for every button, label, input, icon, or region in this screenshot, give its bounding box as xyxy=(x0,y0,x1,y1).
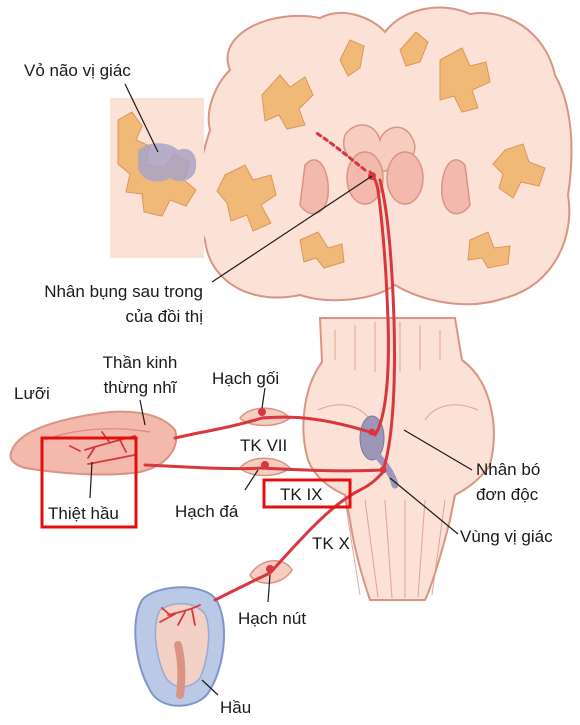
highlight-box-posterior-tongue xyxy=(40,436,138,529)
label-cortex: Vỏ não vị giác xyxy=(24,61,131,80)
brainstem xyxy=(302,317,495,601)
leader-lines xyxy=(89,83,473,696)
highlight-box-tk-ix xyxy=(262,478,352,509)
gyri xyxy=(216,31,546,269)
label-thalamus-line2: của đồi thị xyxy=(126,307,204,326)
label-tk-x: TK X xyxy=(312,534,350,553)
label-nerve-line1: Thần kinh xyxy=(103,353,178,372)
label-petrosal: Hạch đá xyxy=(175,502,239,521)
label-nerve-line2: thừng nhĩ xyxy=(104,378,178,397)
label-gustatory-area: Vùng vị giác xyxy=(460,527,553,546)
taste-pathways xyxy=(143,130,397,602)
label-nodose: Hạch nút xyxy=(238,609,306,628)
label-tk-vii: TK VII xyxy=(240,436,287,455)
label-solitary-line1: Nhân bó xyxy=(476,460,540,479)
label-pharynx: Hầu xyxy=(220,698,251,717)
cortex-inset xyxy=(110,98,204,258)
label-geniculate: Hạch gối xyxy=(212,369,279,388)
pharynx-illustration xyxy=(134,586,225,707)
label-thalamus-line1: Nhân bụng sau trong xyxy=(44,282,203,301)
label-tongue: Lưỡi xyxy=(14,384,50,403)
label-posterior-tongue: Thiệt hầu xyxy=(48,504,119,523)
label-solitary-line2: đơn độc xyxy=(476,485,539,504)
label-tk-ix: TK IX xyxy=(280,485,323,504)
